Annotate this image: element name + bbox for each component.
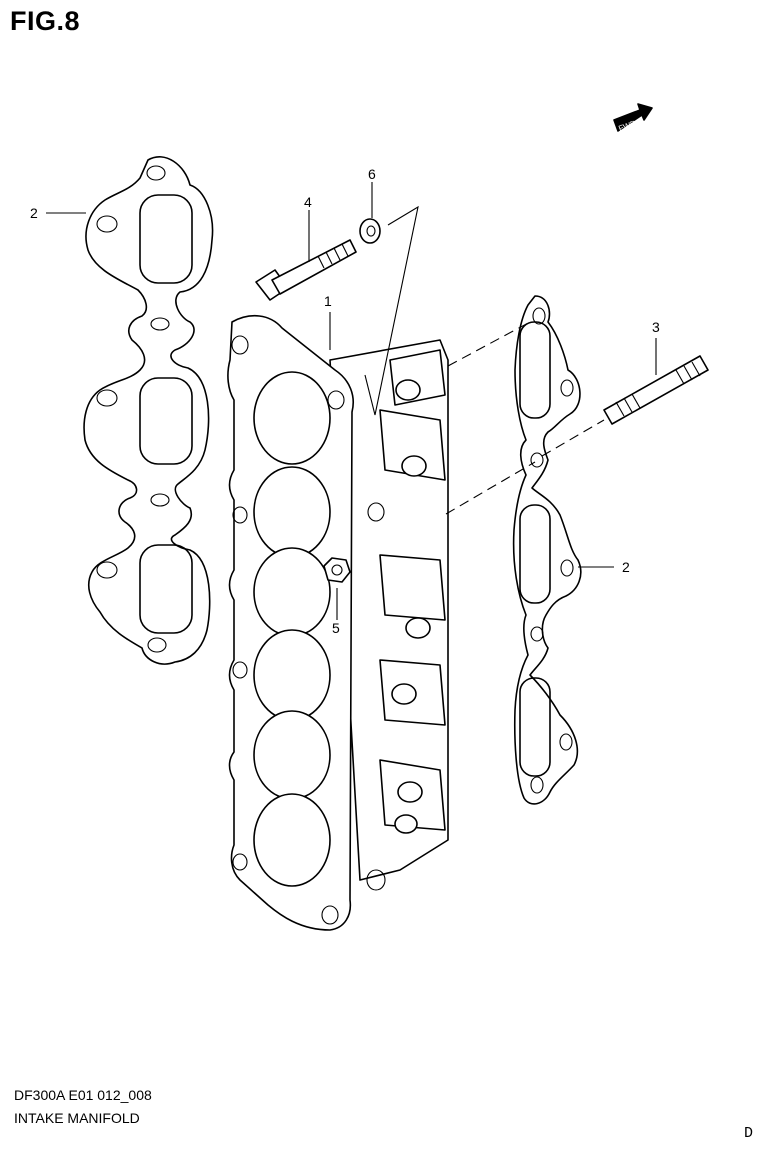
callout-2-left: 2 <box>30 205 38 221</box>
fwd-arrow-icon: FWD <box>613 103 653 133</box>
section-title: INTAKE MANIFOLD <box>14 1110 140 1126</box>
stud <box>603 355 709 425</box>
callout-3: 3 <box>652 319 660 335</box>
figure-label: FIG.8 <box>10 6 81 36</box>
nut <box>323 557 351 583</box>
leader-lines <box>46 182 657 620</box>
page-code: D <box>744 1125 754 1142</box>
model-code: DF300A E01 012_008 <box>14 1087 152 1103</box>
intake-manifold <box>227 315 449 931</box>
bolt <box>255 239 357 301</box>
callout-1: 1 <box>324 293 332 309</box>
gasket-left <box>83 156 214 665</box>
callout-6: 6 <box>368 166 376 182</box>
washer <box>359 218 381 244</box>
callout-4: 4 <box>304 194 312 210</box>
callout-5: 5 <box>332 620 340 636</box>
callout-2-right: 2 <box>622 559 630 575</box>
gasket-right <box>512 295 582 805</box>
